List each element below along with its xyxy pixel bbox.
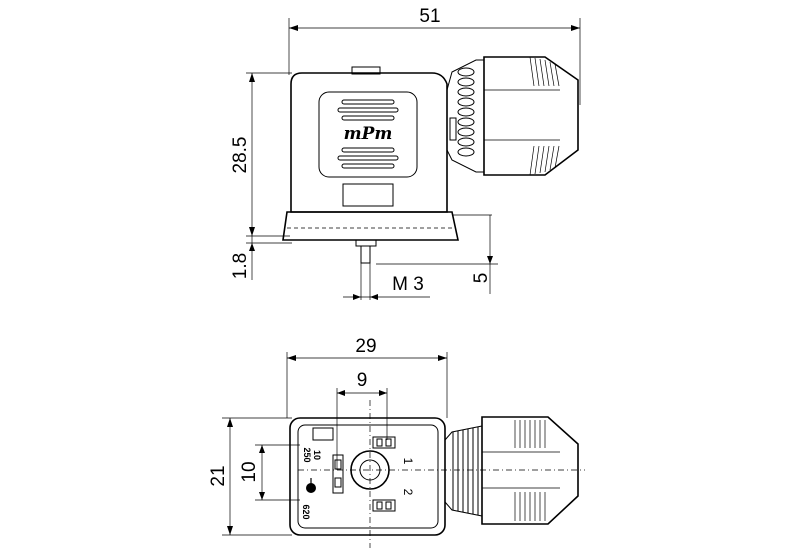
arrow-29-right [438, 355, 447, 361]
pin-1-label: 1 [401, 458, 415, 465]
arrow-10-bottom [259, 492, 265, 500]
pin-2-label: 2 [401, 489, 415, 496]
housing-body [290, 72, 448, 213]
arrow-21-bottom [227, 526, 233, 535]
logo-ridges-bottom [337, 147, 399, 169]
dim-285-label: 28.5 [230, 137, 251, 174]
dim-9-label: 9 [357, 370, 368, 391]
pin-contact-earth [332, 454, 344, 494]
arrow-top [249, 73, 255, 82]
arrow-right [571, 25, 580, 31]
dim-10-label: 10 [239, 461, 260, 482]
earth-symbol-icon [306, 478, 316, 493]
arrow-m3-left [353, 294, 361, 300]
arrow-21-top [227, 418, 233, 427]
arrow-18 [249, 243, 255, 251]
dim-29-label: 29 [355, 336, 376, 357]
front-view: 29 9 21 10 [208, 336, 585, 548]
side-view: 51 28.5 1.8 mPm [230, 6, 581, 300]
centre-screw-outer [350, 450, 390, 490]
centre-screw-inner [359, 459, 381, 481]
code-label-620: 620 [301, 504, 311, 519]
arrow-10-top [259, 445, 265, 453]
screw-shank [360, 245, 371, 264]
logo-text: mPm [344, 124, 393, 144]
arrow-bottom [249, 227, 255, 236]
front-face [289, 417, 446, 536]
screw-head [355, 239, 377, 247]
housing-top-tab [351, 66, 381, 75]
arrow-9-left [337, 390, 345, 396]
flange [282, 211, 459, 241]
dim-21-label: 21 [208, 465, 229, 486]
pin-contact-1 [372, 436, 396, 449]
logo-plate [318, 91, 418, 178]
dim-51-label: 51 [419, 6, 440, 27]
arrow-5 [487, 256, 493, 264]
front-face-inner [297, 424, 439, 529]
arrow-m3-right [370, 294, 378, 300]
dim-18-label: 1.8 [230, 253, 251, 279]
arrow-left [289, 25, 298, 31]
cable-gland-front [444, 416, 579, 525]
rating-label-10: 10 [312, 450, 322, 460]
label-window [342, 183, 394, 207]
pin-contact-2 [372, 499, 396, 512]
earth-tab [312, 427, 334, 441]
cable-gland-side [446, 56, 579, 176]
logo-ridges-top [337, 99, 399, 121]
m3-label: M 3 [392, 274, 424, 295]
arrow-29-left [287, 355, 296, 361]
arrow-9-right [379, 390, 387, 396]
rating-label-250: 250 [302, 447, 312, 462]
dim-5-label: 5 [471, 273, 492, 284]
